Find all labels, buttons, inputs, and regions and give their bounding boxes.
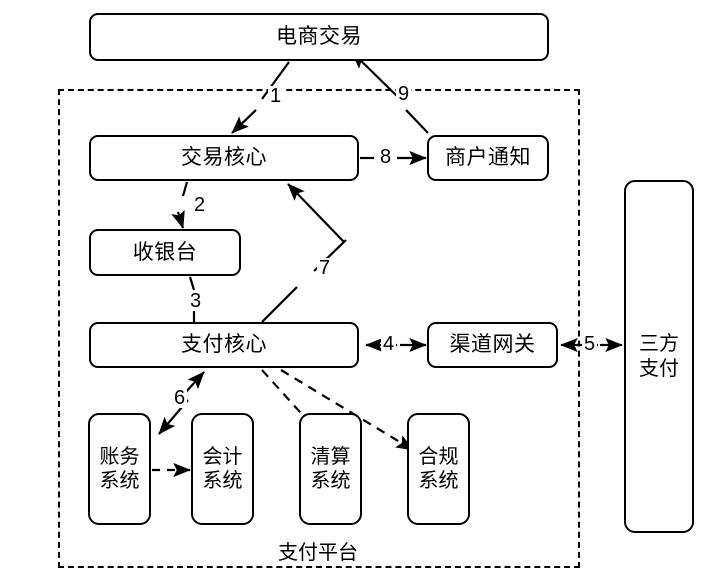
edge-label-8: 8 [378, 146, 394, 168]
node-channel-gateway[interactable]: 渠道网关 [427, 322, 558, 368]
node-account-system-label: 账务 系统 [99, 445, 140, 492]
node-channel-gateway-label: 渠道网关 [449, 333, 536, 357]
edge-label-4: 4 [381, 333, 397, 355]
node-trade-core[interactable]: 交易核心 [89, 135, 359, 181]
node-ecommerce-label: 电商交易 [276, 25, 362, 49]
node-third-party-payment[interactable]: 三方 支付 [624, 180, 694, 533]
node-merchant-notify[interactable]: 商户通知 [427, 135, 549, 181]
payment-platform-boundary [58, 89, 580, 568]
node-pay-core[interactable]: 支付核心 [89, 322, 359, 368]
node-pay-core-label: 支付核心 [181, 333, 267, 357]
node-trade-core-label: 交易核心 [181, 146, 267, 170]
edge-label-1: 1 [268, 85, 284, 107]
edge-label-3: 3 [188, 290, 204, 312]
edge-label-9: 9 [396, 83, 412, 105]
node-cashier-label: 收银台 [132, 240, 198, 264]
edge-label-2: 2 [192, 194, 208, 216]
node-third-party-payment-label: 三方 支付 [639, 333, 679, 380]
node-ledger-system-label: 会计 系统 [202, 445, 243, 492]
node-account-system[interactable]: 账务 系统 [88, 413, 151, 525]
node-cashier[interactable]: 收银台 [89, 229, 241, 276]
node-compliance-system-label: 合规 系统 [418, 445, 459, 492]
node-compliance-system[interactable]: 合规 系统 [407, 413, 470, 525]
edge-label-7: 7 [317, 257, 333, 279]
node-clearing-system[interactable]: 清算 系统 [299, 413, 362, 525]
node-ecommerce[interactable]: 电商交易 [89, 13, 549, 61]
payment-platform-boundary-label: 支付平台 [274, 536, 362, 565]
node-ledger-system[interactable]: 会计 系统 [191, 413, 254, 525]
edge-label-5: 5 [582, 333, 598, 355]
node-clearing-system-label: 清算 系统 [310, 445, 351, 492]
node-merchant-notify-label: 商户通知 [445, 146, 531, 170]
edge-label-6: 6 [172, 387, 188, 409]
